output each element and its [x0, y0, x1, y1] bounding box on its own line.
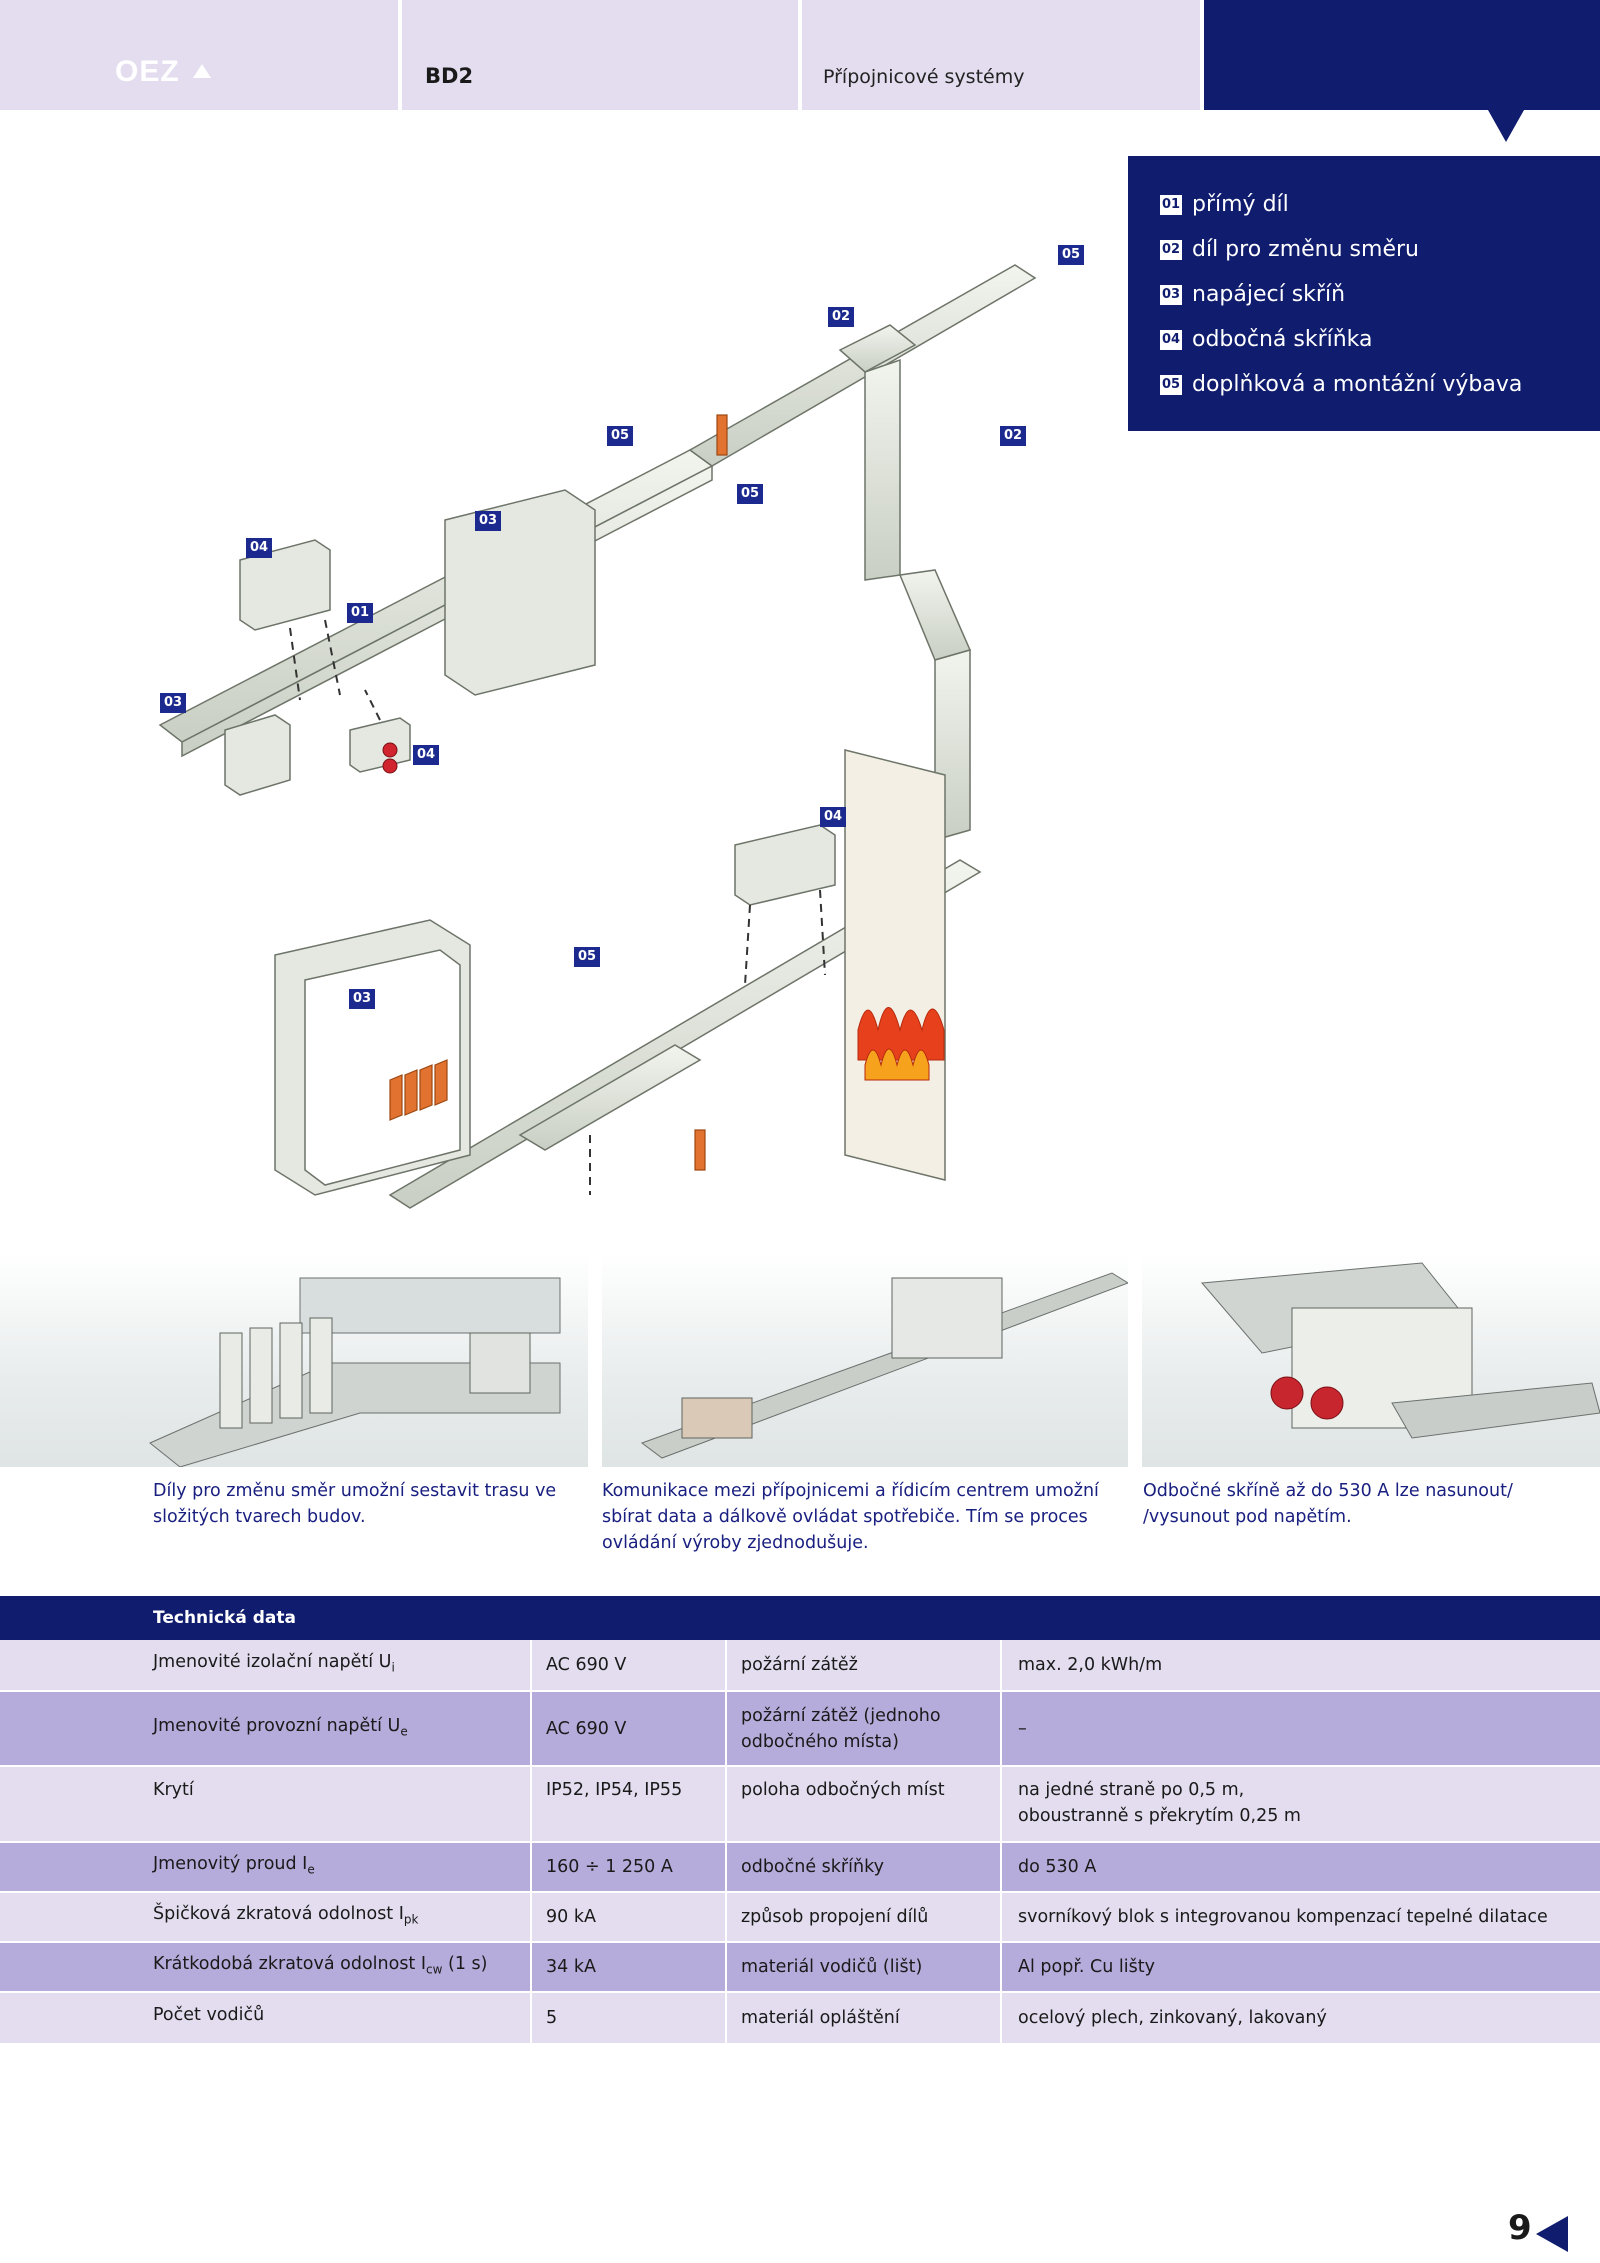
- param-value: IP52, IP54, IP55: [546, 1780, 683, 1800]
- direction-change-photo: [0, 1253, 588, 1467]
- legend-item: 02 díl pro změnu směru: [1160, 237, 1419, 262]
- param-name: poloha odbočných míst: [741, 1780, 945, 1800]
- diagram-callout: 04: [413, 745, 439, 765]
- legend-label: napájecí skříň: [1192, 282, 1346, 307]
- param-value: ocelový plech, zinkovaný, lakovaný: [1018, 2008, 1327, 2028]
- photo-caption: Komunikace mezi přípojnicemi a řídicím c…: [602, 1481, 1099, 1553]
- diagram-callout: 05: [574, 947, 600, 967]
- param-name: požární zátěž: [741, 1655, 858, 1675]
- busbar-illustration: [158, 264, 1037, 1209]
- legend-label: přímý díl: [1192, 192, 1289, 217]
- legend-item: 04 odbočná skříňka: [1160, 327, 1373, 352]
- diagram-callout: 03: [349, 989, 375, 1009]
- param-name: Špičková zkratová odolnost Ipk: [153, 1904, 419, 1927]
- logo-triangle-icon: [193, 64, 211, 78]
- legend-number: 01: [1160, 194, 1182, 215]
- param-value: Al popř. Cu lišty: [1018, 1957, 1155, 1977]
- param-name: Jmenovité provozní napětí Ue: [153, 1715, 408, 1739]
- param-value: AC 690 V: [546, 1655, 627, 1675]
- legend-label: díl pro změnu směru: [1192, 237, 1419, 262]
- document-code: BD2: [425, 64, 474, 88]
- param-value: 5: [546, 2008, 558, 2028]
- diagram-callout: 05: [607, 426, 633, 446]
- legend-number: 05: [1160, 374, 1182, 395]
- legend-number: 04: [1160, 329, 1182, 350]
- table-row: Jmenovité provozní napětí Ue AC 690 V po…: [0, 1692, 1600, 1767]
- diagram-callout: 04: [820, 807, 846, 827]
- diagram-callout: 03: [160, 693, 186, 713]
- param-value: na jedné straně po 0,5 m, oboustranně s …: [1018, 1780, 1301, 1826]
- param-name: Krytí: [153, 1780, 194, 1800]
- header-accent-cell: [1204, 0, 1600, 110]
- param-value: 90 kA: [546, 1907, 596, 1927]
- technical-data-header: Technická data: [0, 1596, 1600, 1640]
- document-title: Přípojnicové systémy: [823, 66, 1025, 88]
- communication-module-photo: [602, 1253, 1128, 1467]
- header-logo-cell: OEZ: [0, 0, 398, 110]
- table-row: Jmenovité izolační napětí Ui AC 690 V po…: [0, 1640, 1600, 1692]
- page-triangle-icon: [1536, 2216, 1568, 2252]
- param-name: odbočné skříňky: [741, 1857, 884, 1877]
- busbar-system-diagram: 05 02 05 02 05 03 04 01 03 04 04 05 03: [100, 150, 1140, 1210]
- communication-module-illustration: [640, 1272, 1128, 1459]
- diagram-callout: 05: [1058, 245, 1084, 265]
- table-row: Špičková zkratová odolnost Ipk 90 kA způ…: [0, 1893, 1600, 1943]
- header-code-cell: BD2: [402, 0, 798, 110]
- table-row: Krytí IP52, IP54, IP55 poloha odbočných …: [0, 1767, 1600, 1843]
- legend-number: 02: [1160, 239, 1182, 260]
- param-name: materiál vodičů (lišt): [741, 1957, 923, 1977]
- component-legend: 01 přímý díl 02 díl pro změnu směru 03 n…: [1128, 156, 1600, 431]
- param-value: svorníkový blok s integrovanou kompenzac…: [1018, 1907, 1548, 1927]
- param-value: –: [1018, 1718, 1027, 1739]
- param-name: Jmenovitý proud Ie: [153, 1854, 315, 1877]
- column-divider: [1000, 1640, 1002, 2045]
- direction-change-illustration: [149, 1277, 561, 1467]
- param-name: materiál opláštění: [741, 2008, 900, 2028]
- legend-label: odbočná skříňka: [1192, 327, 1373, 352]
- tap-off-box-photo: [1142, 1253, 1600, 1467]
- page-header: OEZ BD2 Přípojnicové systémy: [0, 0, 1600, 110]
- legend-label: doplňková a montážní výbava: [1192, 372, 1523, 397]
- param-name: způsob propojení dílů: [741, 1907, 929, 1927]
- diagram-callout: 02: [1000, 426, 1026, 446]
- legend-number: 03: [1160, 284, 1182, 305]
- diagram-callout: 05: [737, 484, 763, 504]
- diagram-callout: 03: [475, 511, 501, 531]
- column-divider: [530, 1640, 532, 2045]
- photo-caption: Odbočné skříně až do 530 A lze nasunout/…: [1143, 1481, 1513, 1527]
- param-value: max. 2,0 kWh/m: [1018, 1655, 1163, 1675]
- photo-caption: Díly pro změnu směr umožní sestavit tras…: [153, 1481, 557, 1527]
- diagram-callout: 01: [347, 603, 373, 623]
- legend-item: 01 přímý díl: [1160, 192, 1289, 217]
- table-row: Počet vodičů 5 materiál opláštění ocelov…: [0, 1993, 1600, 2045]
- oez-logo: OEZ: [115, 55, 180, 88]
- page-number: 9: [1508, 2208, 1532, 2248]
- param-name: Jmenovité izolační napětí Ui: [153, 1652, 395, 1675]
- param-name: Krátkodobá zkratová odolnost Icw (1 s): [153, 1954, 488, 1977]
- legend-item: 03 napájecí skříň: [1160, 282, 1345, 307]
- header-title-cell: Přípojnicové systémy: [802, 0, 1200, 110]
- param-name: požární zátěž (jednoho odbočného místa): [741, 1705, 941, 1752]
- param-name: Počet vodičů: [153, 2005, 265, 2026]
- tap-off-box-illustration: [1200, 1262, 1600, 1439]
- column-divider: [725, 1640, 727, 2045]
- technical-data-title: Technická data: [153, 1608, 296, 1628]
- header-notch-icon: [1488, 110, 1524, 142]
- diagram-callout: 04: [246, 538, 272, 558]
- table-row: Jmenovitý proud Ie 160 ÷ 1 250 A odbočné…: [0, 1843, 1600, 1893]
- param-value: 34 kA: [546, 1957, 596, 1977]
- param-value: AC 690 V: [546, 1718, 627, 1739]
- param-value: do 530 A: [1018, 1857, 1097, 1877]
- table-row: Krátkodobá zkratová odolnost Icw (1 s) 3…: [0, 1943, 1600, 1993]
- diagram-callout: 02: [828, 307, 854, 327]
- legend-item: 05 doplňková a montážní výbava: [1160, 372, 1522, 397]
- param-value: 160 ÷ 1 250 A: [546, 1857, 673, 1877]
